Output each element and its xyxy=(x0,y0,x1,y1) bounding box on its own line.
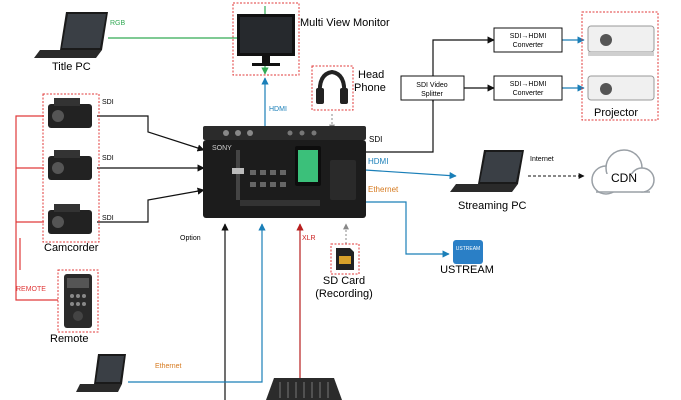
camcorders-highlight xyxy=(42,93,100,243)
hdmi-out-label: HDMI xyxy=(368,157,388,166)
ethernet-bottom-line xyxy=(128,223,266,383)
headphone-highlight xyxy=(311,65,354,111)
xlr-label: XLR xyxy=(302,235,316,242)
camcorder-1-icon xyxy=(48,98,92,128)
option-label: Option xyxy=(180,235,201,242)
remote-icon xyxy=(64,274,92,328)
camcorder-2-icon xyxy=(48,150,92,180)
hdmi-out-line xyxy=(364,169,457,180)
ethernet-bottom-label: Ethernet xyxy=(155,363,182,370)
switcher-brand-label: SONY xyxy=(212,145,232,152)
cdn-cloud-icon xyxy=(591,149,655,195)
sdi-out-label: SDI xyxy=(369,135,382,144)
remote-connection-label: REMOTE xyxy=(16,286,46,293)
streaming-pc-laptop-icon xyxy=(450,150,524,192)
camcorder-label: Camcorder xyxy=(44,242,99,254)
streaming-pc-label: Streaming PC xyxy=(458,200,527,212)
projector-label: Projector xyxy=(594,107,638,119)
video-switcher-icon xyxy=(203,126,366,218)
multi-view-monitor-icon xyxy=(237,14,295,66)
converter-top-box xyxy=(493,27,563,53)
title-pc-laptop-icon xyxy=(34,12,108,58)
internet-label: Internet xyxy=(530,156,554,163)
head-phone-label-line2: Phone xyxy=(354,82,386,94)
audio-mixer-icon xyxy=(266,378,342,400)
remote-line xyxy=(15,115,58,301)
projectors-highlight xyxy=(581,11,659,121)
ustream-logo-text: USTREAM xyxy=(456,246,480,252)
camcorder-3-icon xyxy=(48,204,92,234)
ethernet-out-line xyxy=(365,201,450,258)
multi-view-monitor-label: Multi View Monitor xyxy=(300,17,390,29)
sdi-cam1-line xyxy=(97,115,205,152)
converter-top-label-line2: Converter xyxy=(513,42,544,49)
ustream-label: USTREAM xyxy=(440,264,494,276)
splitter-label-line1: SDI Video xyxy=(416,82,447,89)
sdi-cam2-label: SDI xyxy=(102,155,114,162)
converter-bottom-label-line2: Converter xyxy=(513,90,544,97)
converter-bottom-label-line1: SDI→HDMI xyxy=(510,81,547,88)
hdmi-monitor-label: HDMI xyxy=(269,106,287,113)
sdi-video-splitter-box xyxy=(400,75,465,101)
bottom-laptop-icon xyxy=(76,354,126,392)
sdi-cam3-line xyxy=(97,187,205,223)
converter-top-label-line1: SDI→HDMI xyxy=(510,33,547,40)
projector-top-icon xyxy=(587,25,655,56)
sdi-cam1-label: SDI xyxy=(102,99,114,106)
head-phone-label-line1: Head xyxy=(358,69,384,81)
headphone-icon xyxy=(316,69,348,104)
ustream-logo-icon xyxy=(453,240,483,264)
remote-label: Remote xyxy=(50,333,89,345)
ethernet-out-label: Ethernet xyxy=(368,185,399,194)
title-pc-label: Title PC xyxy=(52,61,91,73)
projector-bottom-icon xyxy=(587,75,655,101)
sd-card-label-line2: (Recording) xyxy=(315,288,372,300)
sd-card-highlight xyxy=(330,243,360,275)
cdn-label: CDN xyxy=(611,171,637,185)
rgb-label: RGB xyxy=(110,20,126,27)
splitter-label-line2: Splitter xyxy=(421,91,443,98)
converter-bottom-box xyxy=(493,75,563,101)
remote-highlight xyxy=(57,269,99,333)
sdi-out-line xyxy=(365,100,434,153)
multi-view-monitor-highlight xyxy=(232,2,300,76)
sdi-cam3-label: SDI xyxy=(102,215,114,222)
sd-card-icon xyxy=(336,248,354,270)
sd-card-label-line1: SD Card xyxy=(323,275,365,287)
splitter-to-converter-top xyxy=(432,36,495,76)
